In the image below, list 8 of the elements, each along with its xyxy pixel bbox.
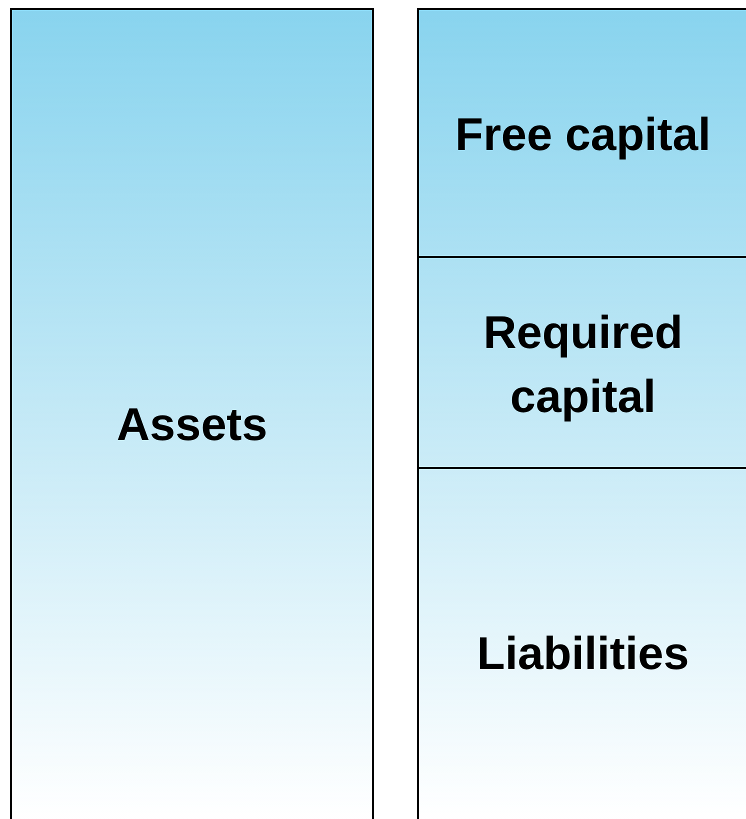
section-label: Liabilities xyxy=(476,626,690,681)
section-label: Required capital xyxy=(482,304,684,424)
section-label: Free capital xyxy=(454,107,712,162)
capital-band xyxy=(417,8,746,258)
capital-band xyxy=(417,256,746,469)
liability-band xyxy=(417,467,746,819)
asset-column xyxy=(10,8,374,819)
section-label: Assets xyxy=(116,397,268,452)
